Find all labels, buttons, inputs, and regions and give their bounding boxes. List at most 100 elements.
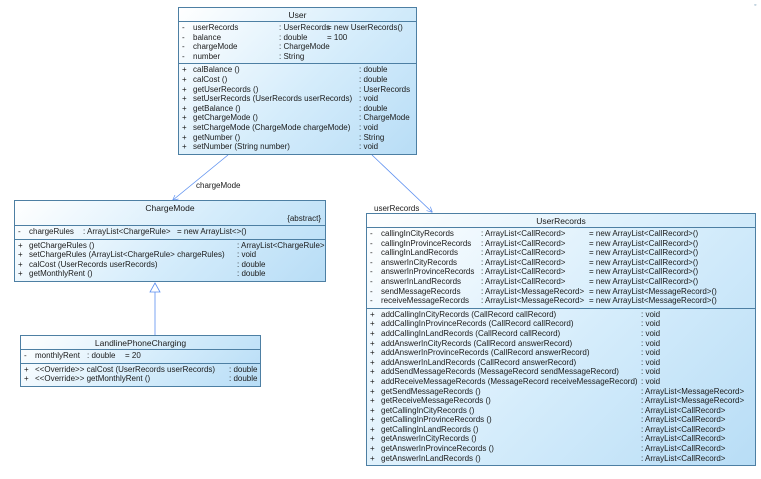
association-user-userrecords — [371, 154, 432, 212]
attribute-row[interactable]: -answerInLandRecords: ArrayList<CallReco… — [367, 277, 755, 287]
attribute-initial-value: = new ArrayList<CallRecord>() — [589, 248, 699, 258]
class-chargemode[interactable]: ChargeMode {abstract} -chargeRules: Arra… — [14, 200, 326, 282]
class-userrecords[interactable]: UserRecords -callingInCityRecords: Array… — [366, 213, 756, 467]
attribute-type: : ArrayList<CallRecord> — [481, 238, 566, 248]
operation-row[interactable]: +addCallingInCityRecords (CallRecord cal… — [367, 310, 755, 320]
operation-row[interactable]: +calCost (): double — [179, 75, 416, 85]
operation-signature: calCost (UserRecords userRecords) — [29, 259, 158, 269]
operation-row[interactable]: +getSendMessageRecords (): ArrayList<Mes… — [367, 387, 755, 397]
operation-signature: getCallingInLandRecords () — [381, 424, 479, 434]
attribute-row[interactable]: -callingInCityRecords: ArrayList<CallRec… — [367, 229, 755, 239]
attribute-row[interactable]: -answerInProvinceRecords: ArrayList<Call… — [367, 267, 755, 277]
edge-label-userrecords: userRecords — [374, 204, 420, 213]
operation-row[interactable]: +calBalance (): double — [179, 65, 416, 75]
attribute-row[interactable]: -chargeMode: ChargeMode — [179, 42, 416, 52]
visibility-marker: + — [182, 84, 187, 94]
visibility-marker: + — [182, 132, 187, 142]
attribute-initial-value: = new ArrayList<CallRecord>() — [589, 238, 699, 248]
operation-signature: getBalance () — [193, 103, 241, 113]
operation-signature: addAnswerInCityRecords (CallRecord answe… — [381, 338, 573, 348]
operation-row[interactable]: +addAnswerInProvinceRecords (CallRecord … — [367, 348, 755, 358]
operation-row[interactable]: +addCallingInLandRecords (CallRecord cal… — [367, 329, 755, 339]
visibility-marker: + — [18, 240, 23, 250]
attribute-row[interactable]: -chargeRules: ArrayList<ChargeRule>= new… — [15, 227, 325, 237]
attribute-row[interactable]: -balance: double= 100 — [179, 33, 416, 43]
operation-row[interactable]: +setChargeMode (ChargeMode chargeMode): … — [179, 123, 416, 133]
attribute-initial-value: = new ArrayList<CallRecord>() — [589, 229, 699, 238]
operation-signature: calCost () — [193, 74, 228, 84]
class-landlinephonecharging[interactable]: LandlinePhoneCharging -monthlyRent: doub… — [20, 335, 261, 387]
attribute-row[interactable]: -callingInLandRecords: ArrayList<CallRec… — [367, 248, 755, 258]
attribute-type: : ArrayList<CallRecord> — [481, 248, 566, 258]
attribute-row[interactable]: -number: String — [179, 52, 416, 62]
operation-row[interactable]: +getChargeMode (): ChargeMode — [179, 113, 416, 123]
operation-row[interactable]: +calCost (UserRecords userRecords): doub… — [15, 260, 325, 270]
operation-row[interactable]: +getCallingInCityRecords (): ArrayList<C… — [367, 406, 755, 416]
abstract-stereotype: {abstract} — [15, 213, 325, 226]
operation-row[interactable]: +getAnswerInProvinceRecords (): ArrayLis… — [367, 444, 755, 454]
visibility-marker: - — [370, 276, 373, 286]
operation-row[interactable]: +setNumber (String number): void — [179, 142, 416, 152]
operation-return-type: : ArrayList<CallRecord> — [641, 434, 726, 444]
operation-row[interactable]: +getMonthlyRent (): double — [15, 269, 325, 279]
operation-return-type: : double — [359, 65, 388, 75]
operations-section: +getChargeRules (): ArrayList<ChargeRule… — [15, 240, 325, 281]
visibility-marker: - — [370, 229, 373, 238]
attribute-initial-value: = new UserRecords() — [327, 23, 403, 32]
operation-row[interactable]: +getCallingInProvinceRecords (): ArrayLi… — [367, 415, 755, 425]
attribute-type: : UserRecords — [279, 23, 331, 32]
attribute-type: : ArrayList<MessageRecord> — [481, 286, 585, 296]
operation-return-type: : double — [229, 374, 258, 384]
operation-row[interactable]: +getChargeRules (): ArrayList<ChargeRule… — [15, 241, 325, 251]
operation-row[interactable]: +<<Override>> getMonthlyRent (): double — [21, 374, 260, 384]
operation-signature: addSendMessageRecords (MessageRecord sen… — [381, 367, 619, 377]
operation-row[interactable]: +getUserRecords (): UserRecords — [179, 85, 416, 95]
attribute-type: : ArrayList<MessageRecord> — [481, 296, 585, 306]
operation-row[interactable]: +addReceiveMessageRecords (MessageRecord… — [367, 377, 755, 387]
operations-section: +<<Override>> calCost (UserRecords userR… — [21, 364, 260, 386]
operation-row[interactable]: +getAnswerInCityRecords (): ArrayList<Ca… — [367, 434, 755, 444]
attributes-section: -chargeRules: ArrayList<ChargeRule>= new… — [15, 226, 325, 240]
attribute-initial-value: = 100 — [327, 32, 348, 42]
operation-signature: getSendMessageRecords () — [381, 386, 481, 396]
operation-row[interactable]: +addSendMessageRecords (MessageRecord se… — [367, 367, 755, 377]
attribute-type: : ArrayList<ChargeRule> — [83, 227, 171, 236]
operation-return-type: : void — [359, 94, 379, 104]
generalization-triangle — [149, 282, 161, 293]
attribute-row[interactable]: -receiveMessageRecords: ArrayList<Messag… — [367, 296, 755, 306]
visibility-marker: - — [182, 42, 185, 52]
attribute-initial-value: = new ArrayList<CallRecord>() — [589, 257, 699, 267]
association-user-chargemode — [173, 154, 229, 200]
visibility-marker: + — [370, 376, 375, 386]
operation-row[interactable]: +addAnswerInCityRecords (CallRecord answ… — [367, 339, 755, 349]
class-user[interactable]: User -userRecords: UserRecords= new User… — [178, 7, 417, 155]
operation-row[interactable]: +addCallingInProvinceRecords (CallRecord… — [367, 319, 755, 329]
visibility-marker: + — [370, 357, 375, 367]
operation-row[interactable]: +getCallingInLandRecords (): ArrayList<C… — [367, 425, 755, 435]
operation-signature: getReceiveMessageRecords () — [381, 396, 491, 406]
visibility-marker: + — [182, 103, 187, 113]
operation-row[interactable]: +getAnswerInLandRecords (): ArrayList<Ca… — [367, 454, 755, 464]
operation-signature: setChargeMode (ChargeMode chargeMode) — [193, 122, 351, 132]
attribute-row[interactable]: -sendMessageRecords: ArrayList<MessageRe… — [367, 287, 755, 297]
operation-row[interactable]: +<<Override>> calCost (UserRecords userR… — [21, 365, 260, 375]
operation-signature: setChargeRules (ArrayList<ChargeRule> ch… — [29, 250, 225, 260]
operation-row[interactable]: +addAnswerInLandRecords (CallRecord answ… — [367, 358, 755, 368]
visibility-marker: + — [182, 65, 187, 75]
attribute-row[interactable]: -answerInCityRecords: ArrayList<CallReco… — [367, 258, 755, 268]
class-name: LandlinePhoneCharging — [21, 336, 260, 350]
edge-label-chargemode: chargeMode — [196, 181, 241, 190]
operation-row[interactable]: +setUserRecords (UserRecords userRecords… — [179, 94, 416, 104]
operation-row[interactable]: +getNumber (): String — [179, 133, 416, 143]
operation-return-type: : void — [359, 122, 379, 132]
operation-row[interactable]: +getBalance (): double — [179, 104, 416, 114]
attribute-row[interactable]: -callingInProvinceRecords: ArrayList<Cal… — [367, 239, 755, 249]
attribute-row[interactable]: -monthlyRent: double= 20 — [21, 351, 260, 361]
operation-row[interactable]: +setChargeRules (ArrayList<ChargeRule> c… — [15, 250, 325, 260]
attribute-row[interactable]: -userRecords: UserRecords= new UserRecor… — [179, 23, 416, 33]
operation-signature: setNumber (String number) — [193, 142, 290, 152]
visibility-marker: + — [18, 269, 23, 279]
operation-return-type: : void — [641, 338, 661, 348]
operation-row[interactable]: +getReceiveMessageRecords (): ArrayList<… — [367, 396, 755, 406]
operation-return-type: : ChargeMode — [359, 113, 410, 123]
